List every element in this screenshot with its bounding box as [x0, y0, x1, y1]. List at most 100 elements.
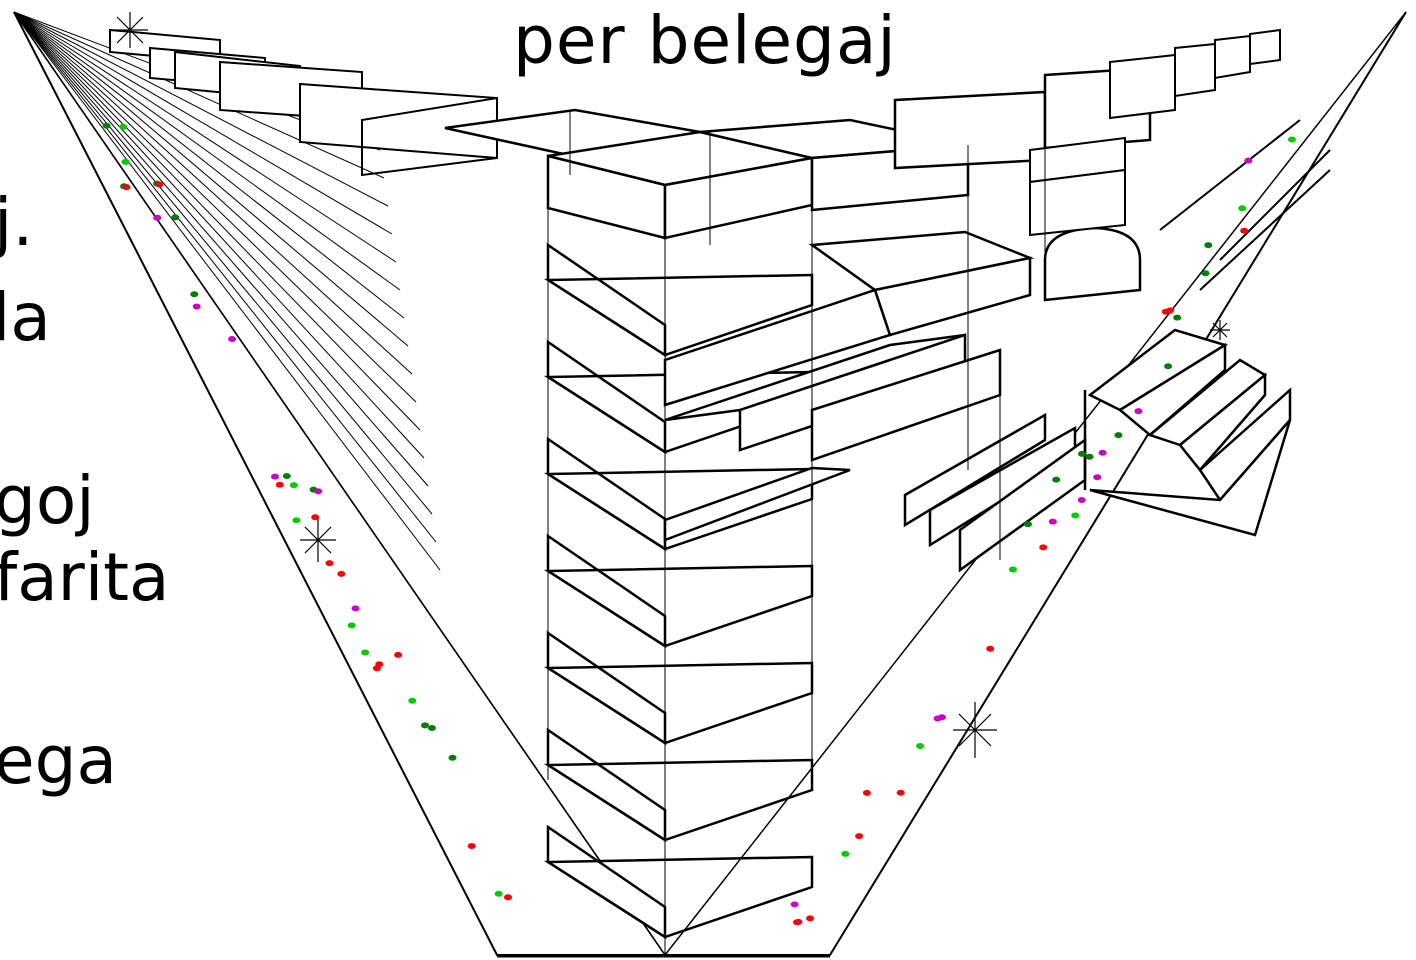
- sidewalk-dot: [986, 645, 995, 652]
- star-marks: [112, 12, 1230, 758]
- slab-top: [548, 760, 812, 840]
- sidewalk-dot: [793, 919, 801, 926]
- sidewalk-dot: [119, 123, 128, 130]
- sidewalk-dot: [1114, 432, 1123, 439]
- sidewalk-dot: [494, 890, 503, 897]
- sidewalk-dot: [790, 901, 799, 908]
- sidewalk-dot: [1039, 544, 1048, 551]
- sidewalk-dot: [448, 754, 457, 761]
- slab: [548, 342, 665, 452]
- sidewalk-dot: [1008, 566, 1017, 573]
- slab: [548, 245, 665, 355]
- side-text-1: j.: [0, 184, 34, 261]
- sidewalk-dot: [916, 743, 925, 749]
- side-text-2: la: [0, 279, 51, 356]
- sidewalk-dots: [102, 122, 1296, 926]
- sidewalk-dot: [1134, 408, 1143, 415]
- sidewalk-dot: [1164, 363, 1173, 370]
- sidewalk-dot: [1052, 476, 1061, 483]
- vanishing-ray: [14, 12, 440, 570]
- sidewalk-dot: [862, 789, 871, 796]
- vanishing-ray: [14, 12, 388, 206]
- vanishing-ray: [14, 12, 384, 178]
- sidewalk-dot: [1048, 518, 1057, 525]
- vanishing-ray: [14, 12, 436, 542]
- right-face-slabs: [665, 232, 1085, 570]
- side-text-4: farita: [0, 539, 170, 616]
- sidewalk-dot: [102, 122, 111, 129]
- sidewalk-dot: [311, 514, 320, 521]
- sidewalk-dot: [351, 605, 360, 612]
- slab: [548, 730, 665, 840]
- construction-lines: [548, 92, 1045, 955]
- side-text-5: ega: [0, 722, 117, 799]
- sidewalk-dot: [1238, 205, 1247, 212]
- vanishing-ray: [14, 12, 396, 262]
- slab: [548, 827, 665, 937]
- sidewalk-dot: [504, 894, 512, 901]
- sidewalk-dot: [1244, 157, 1253, 164]
- slab-top: [548, 857, 812, 937]
- sidewalk-dot: [1093, 474, 1102, 481]
- vanishing-ray: [14, 12, 412, 374]
- sidewalk-dot: [192, 303, 201, 310]
- vanishing-ray: [14, 12, 428, 486]
- sidewalk-dot: [1161, 308, 1170, 315]
- sidewalk-dot: [467, 843, 476, 849]
- slab: [548, 439, 665, 549]
- sidewalk-dot: [1078, 450, 1086, 457]
- vanishing-ray: [14, 12, 432, 514]
- sidewalk-dot: [122, 184, 131, 191]
- sidewalk-dot: [394, 651, 403, 658]
- vanishing-ray: [14, 12, 416, 402]
- left-face-slabs: [548, 245, 812, 937]
- sidewalk-dot: [289, 482, 298, 489]
- sidewalk-dot: [292, 517, 301, 524]
- sidewalk-dot: [337, 570, 346, 577]
- vanishing-ray: [14, 12, 424, 458]
- slab: [548, 633, 665, 743]
- sidewalk-dot: [1201, 270, 1210, 277]
- sidewalk-dot: [1077, 497, 1086, 503]
- sidewalk-dot: [1085, 453, 1094, 460]
- sidewalk-dot: [896, 789, 905, 796]
- sidewalk-dot: [361, 649, 370, 656]
- sidewalk-dot: [325, 560, 334, 567]
- sidewalk-dot: [275, 481, 284, 488]
- sidewalk-dot: [1240, 227, 1249, 234]
- vanishing-ray: [14, 12, 420, 430]
- vanishing-ray: [14, 12, 400, 290]
- vanishing-ray: [14, 12, 392, 234]
- sidewalk-dot: [314, 488, 323, 495]
- sidewalk-dot: [1173, 314, 1182, 321]
- sidewalk-dot: [933, 715, 942, 722]
- sidewalk-dot: [153, 214, 162, 221]
- left-roof-boxes: [110, 30, 497, 175]
- sidewalk-dot: [271, 473, 279, 480]
- sidewalk-dot: [1204, 242, 1213, 249]
- sidewalk-dot: [806, 915, 815, 922]
- sidewalk-dot: [1098, 449, 1107, 456]
- sidewalk-dot: [228, 336, 237, 342]
- drawing-title: per belegaj: [513, 2, 897, 79]
- sidewalk-dot: [121, 158, 130, 165]
- sidewalk-dot: [190, 291, 199, 298]
- sidewalk-dot: [372, 665, 381, 672]
- sidewalk-dot: [347, 622, 356, 629]
- sidewalk-dot: [428, 725, 436, 731]
- sidewalk-dot: [171, 214, 180, 221]
- vanishing-ray: [14, 12, 404, 318]
- sidewalk-dot: [421, 722, 429, 729]
- sidewalk-dot: [155, 181, 164, 188]
- side-text-3: goj: [0, 462, 95, 539]
- sidewalk-dot: [1071, 512, 1080, 519]
- sidewalk-dot: [841, 850, 850, 857]
- sidewalk-dot: [408, 697, 417, 704]
- sidewalk-dot: [855, 833, 864, 840]
- sidewalk-dot: [282, 473, 291, 479]
- right-roof-boxes: [1030, 30, 1330, 290]
- slab: [548, 536, 665, 646]
- sidewalk-dot: [1023, 521, 1032, 528]
